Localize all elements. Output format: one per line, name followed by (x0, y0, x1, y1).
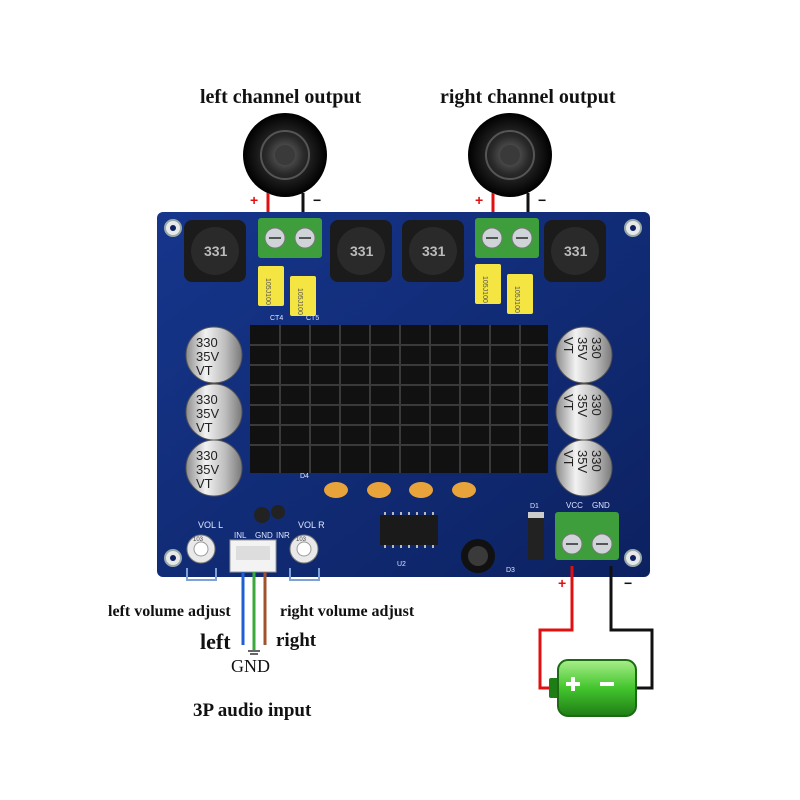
inductor-4-marking: 331 (564, 243, 588, 259)
cap-right-2: 330 35V VT (555, 383, 613, 441)
left-speaker (243, 113, 327, 197)
cap-right-1-line2: 35V (575, 337, 590, 360)
left-volume-adjust-label: left volume adjust (108, 603, 231, 620)
ic-chip (380, 512, 438, 548)
small-electrolytic (254, 505, 285, 523)
audio-input-connector (229, 539, 277, 573)
film-cap-1-marking: 105J100 (264, 278, 271, 305)
inl-label: INL (234, 531, 247, 540)
volume-brackets (186, 568, 320, 581)
left-channel-output-label: left channel output (200, 86, 362, 108)
cap-left-3: 330 35V VT (185, 439, 243, 497)
vol-l-label: VOL L (198, 520, 223, 530)
cap-right-1: 330 35V VT (555, 326, 613, 384)
cap-right-3-line3: VT (561, 450, 576, 467)
cap-left-1-line3: VT (196, 363, 213, 378)
cap-left-3-line3: VT (196, 476, 213, 491)
d4-label: D4 (300, 473, 309, 480)
d1-label: D1 (530, 503, 539, 510)
power-polarity-marks: + − (558, 575, 632, 591)
silkscreen-labels: VOL L VOL R INL GND INR VCC GND U2 D1 D3… (198, 473, 610, 574)
left-volume-pot: 103 (186, 534, 216, 564)
electrolytic-capacitors: 330 35V VT 330 35V VT 330 35V VT 330 35V… (185, 326, 613, 497)
gnd-symbol (248, 650, 260, 655)
inductor-3-marking: 331 (422, 243, 446, 259)
u2-label: U2 (397, 561, 406, 568)
cap-right-1-line1: 330 (589, 337, 604, 359)
cap-left-3-line2: 35V (196, 462, 219, 477)
cap-right-3-line2: 35V (575, 450, 590, 473)
right-minus-mark: − (538, 192, 546, 208)
film-cap-4-marking: 105J100 (513, 286, 520, 313)
power-plus-mark: + (558, 575, 566, 591)
power-electrolytic (461, 539, 495, 573)
vcc-label: VCC (566, 501, 583, 510)
cap-right-2-line2: 35V (575, 394, 590, 417)
inductor-2-marking: 331 (350, 243, 374, 259)
right-channel-output-label: right channel output (440, 86, 616, 108)
cap-left-2-line1: 330 (196, 392, 218, 407)
film-capacitors: 105J100 105J100 105J100 105J100 (258, 264, 533, 316)
right-volume-pot: 103 (289, 534, 319, 564)
pcb-board: 331 331 331 331 105J100 105J100 105J100 … (157, 212, 650, 577)
film-cap-2-marking: 105J100 (296, 288, 303, 315)
gnd-label: GND (255, 531, 273, 540)
cap-right-3: 330 35V VT (555, 439, 613, 497)
right-output-terminal (475, 218, 539, 258)
speaker-polarity-marks: + − + − (250, 192, 546, 208)
cap-right-2-line3: VT (561, 394, 576, 411)
cap-left-2-line2: 35V (196, 406, 219, 421)
diode-d1 (528, 512, 544, 560)
right-plus-mark: + (475, 192, 483, 208)
inductor-4: 331 (544, 220, 606, 282)
ceramic-capacitors (324, 482, 476, 498)
inductor-1: 331 (184, 220, 246, 282)
left-pot-marking: 103 (193, 537, 204, 543)
cap-left-1: 330 35V VT (185, 326, 243, 384)
right-volume-adjust-label: right volume adjust (280, 603, 415, 620)
cap-left-3-line1: 330 (196, 448, 218, 463)
cap-left-1-line2: 35V (196, 349, 219, 364)
film-cap-3-marking: 105J100 (481, 276, 488, 303)
audio-wires (241, 572, 267, 650)
battery-icon (549, 659, 637, 717)
cap-left-2: 330 35V VT (185, 383, 243, 441)
right-speaker (468, 113, 552, 197)
cap-right-3-line1: 330 (589, 450, 604, 472)
cap-left-1-line1: 330 (196, 335, 218, 350)
heatsink (250, 325, 548, 473)
right-pot-marking: 103 (296, 537, 307, 543)
left-input-label: left (200, 629, 231, 654)
d3-label: D3 (506, 567, 515, 574)
inductor-3: 331 (402, 220, 464, 282)
inr-label: INR (276, 531, 290, 540)
cap-left-2-line3: VT (196, 420, 213, 435)
ct4-label: CT4 (270, 315, 283, 322)
gnd-input-label: GND (231, 656, 270, 676)
right-input-label: right (276, 630, 317, 651)
power-wires (538, 566, 654, 690)
left-minus-mark: − (313, 192, 321, 208)
power-terminal (555, 512, 619, 560)
left-output-terminal (258, 218, 322, 258)
left-plus-mark: + (250, 192, 258, 208)
power-minus-mark: − (624, 575, 632, 591)
inductor-1-marking: 331 (204, 243, 228, 259)
audio-input-label: 3P audio input (193, 700, 312, 721)
cap-right-2-line1: 330 (589, 394, 604, 416)
cap-right-1-line3: VT (561, 337, 576, 354)
ct5-label: CT5 (306, 315, 319, 322)
inductor-2: 331 (330, 220, 392, 282)
vol-r-label: VOL R (298, 520, 325, 530)
inductors: 331 331 331 331 (184, 220, 606, 282)
gnd-power-label: GND (592, 501, 610, 510)
